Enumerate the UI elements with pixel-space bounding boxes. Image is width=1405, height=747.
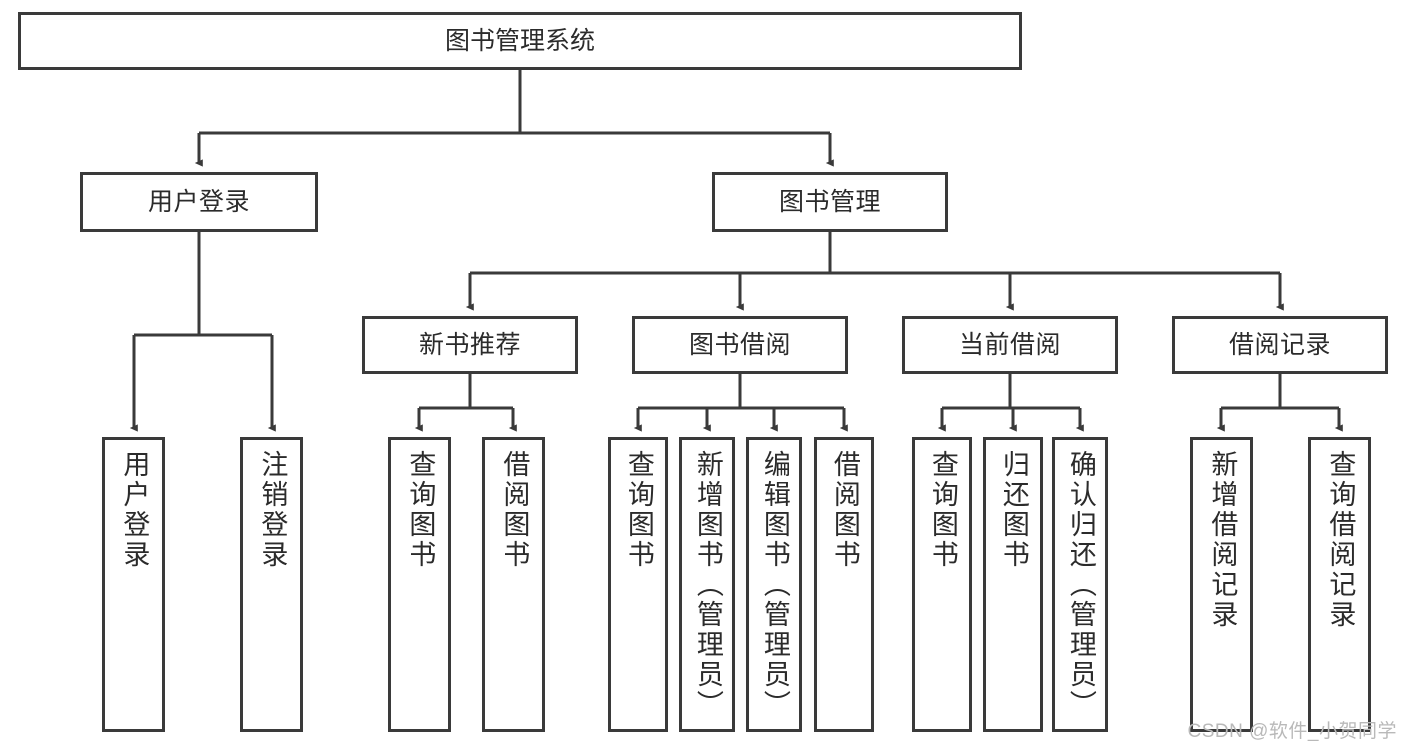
node-root[interactable]: 图书管理系统 xyxy=(18,12,1022,70)
leaf-borrow-book-1-label: 借阅图书 xyxy=(499,450,530,570)
node-book-borrow-label: 图书借阅 xyxy=(688,331,791,359)
leaf-confirm-return[interactable]: 确认归还（管理员） xyxy=(1052,437,1108,732)
leaf-query-book-2-label: 查询图书 xyxy=(623,450,654,570)
leaf-query-book-3-label: 查询图书 xyxy=(927,450,958,570)
leaf-query-book-1-label: 查询图书 xyxy=(405,450,436,570)
leaf-query-book-2[interactable]: 查询图书 xyxy=(608,437,668,732)
leaf-add-book[interactable]: 新增图书（管理员） xyxy=(679,437,735,732)
leaf-logout[interactable]: 注销登录 xyxy=(240,437,303,732)
leaf-edit-book-label: 编辑图书（管理员） xyxy=(759,450,790,720)
node-new-book-recommend[interactable]: 新书推荐 xyxy=(362,316,578,374)
leaf-borrow-book-1[interactable]: 借阅图书 xyxy=(482,437,545,732)
leaf-return-book[interactable]: 归还图书 xyxy=(983,437,1043,732)
node-user-login-label: 用户登录 xyxy=(147,188,250,216)
leaf-user-login-label: 用户登录 xyxy=(119,450,150,570)
node-new-book-recommend-label: 新书推荐 xyxy=(418,331,521,359)
leaf-borrow-book-2-label: 借阅图书 xyxy=(829,450,860,570)
node-current-borrow[interactable]: 当前借阅 xyxy=(902,316,1118,374)
leaf-query-record-label: 查询借阅记录 xyxy=(1325,450,1356,630)
leaf-confirm-return-label: 确认归还（管理员） xyxy=(1065,450,1096,720)
watermark: CSDN @软件_小贺同学 xyxy=(1187,721,1397,742)
leaf-user-login[interactable]: 用户登录 xyxy=(102,437,165,732)
leaf-query-book-3[interactable]: 查询图书 xyxy=(912,437,972,732)
leaf-add-book-label: 新增图书（管理员） xyxy=(692,450,723,720)
leaf-edit-book[interactable]: 编辑图书（管理员） xyxy=(746,437,802,732)
node-current-borrow-label: 当前借阅 xyxy=(958,331,1061,359)
node-book-manage[interactable]: 图书管理 xyxy=(712,172,948,232)
leaf-add-record-label: 新增借阅记录 xyxy=(1207,450,1238,630)
node-user-login[interactable]: 用户登录 xyxy=(80,172,318,232)
node-book-manage-label: 图书管理 xyxy=(778,188,881,216)
node-book-borrow[interactable]: 图书借阅 xyxy=(632,316,848,374)
leaf-add-record[interactable]: 新增借阅记录 xyxy=(1190,437,1253,732)
leaf-return-book-label: 归还图书 xyxy=(998,450,1029,570)
node-borrow-record-label: 借阅记录 xyxy=(1228,331,1331,359)
leaf-query-book-1[interactable]: 查询图书 xyxy=(388,437,451,732)
leaf-logout-label: 注销登录 xyxy=(257,450,288,570)
leaf-query-record[interactable]: 查询借阅记录 xyxy=(1308,437,1371,732)
node-root-label: 图书管理系统 xyxy=(444,27,595,55)
node-borrow-record[interactable]: 借阅记录 xyxy=(1172,316,1388,374)
leaf-borrow-book-2[interactable]: 借阅图书 xyxy=(814,437,874,732)
